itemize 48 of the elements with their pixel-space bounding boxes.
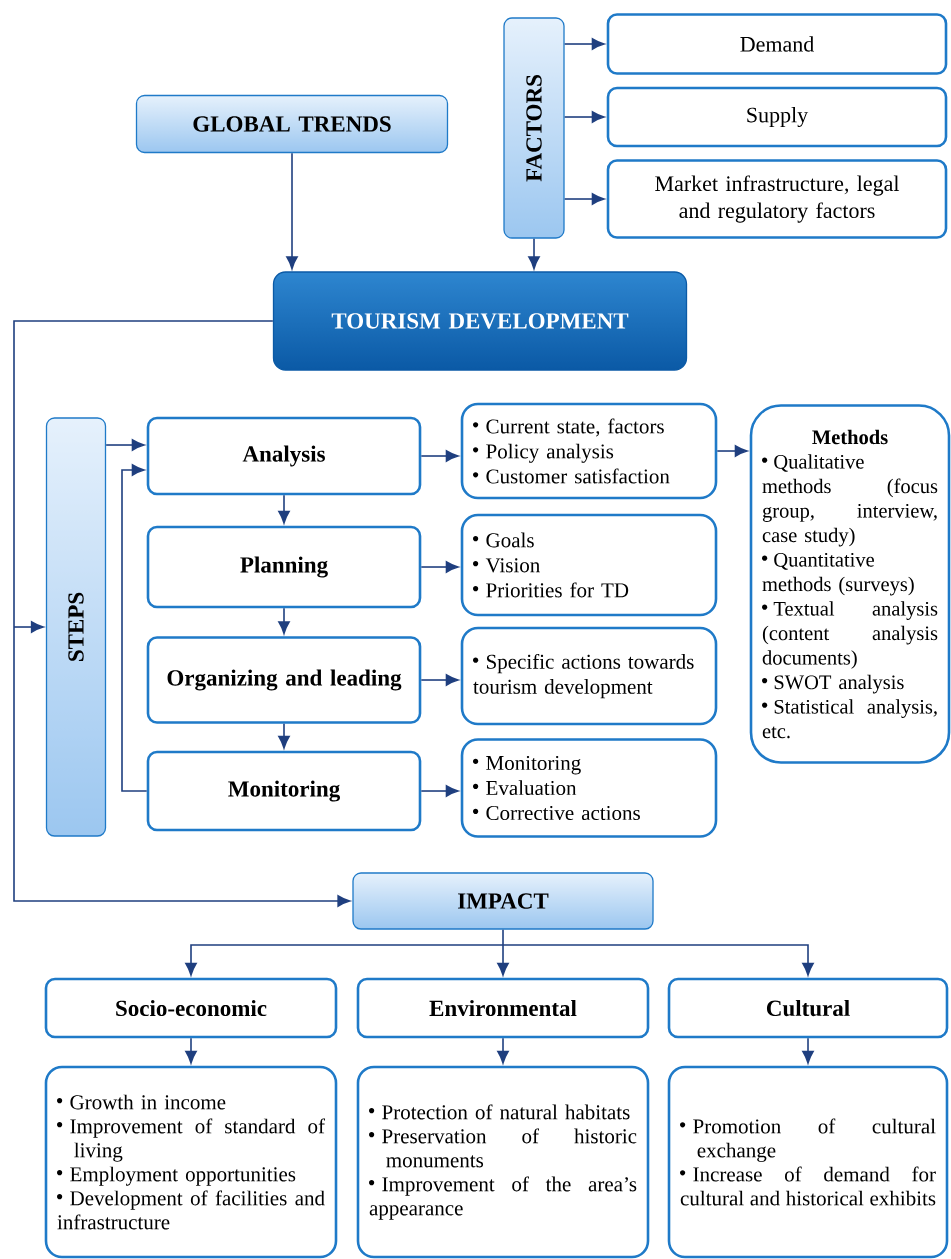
arrow [420, 785, 459, 797]
arrow [802, 1037, 814, 1064]
arrow [502, 944, 814, 976]
heading-box: GLOBAL TRENDS [135, 94, 449, 154]
arrow [420, 561, 459, 573]
vertical-label-box: STEPS [45, 417, 107, 837]
connector-line [13, 320, 274, 628]
arrow [563, 193, 605, 205]
bullet-list-box: Monitoring Evaluation Corrective actions [460, 738, 718, 838]
category-box: Environmental [356, 977, 650, 1039]
arrow [13, 621, 44, 633]
heading-box: IMPACT [352, 872, 654, 930]
methods-box: Methods Qualitative methods (focus group, interview, case study) Quantitative methods (surveys) Textual analysis (content analysis documents) SWOT analysis Statistical analysis, etc. [749, 404, 951, 764]
step-box: Planning [146, 525, 422, 609]
arrow [497, 944, 509, 976]
arrow [528, 237, 540, 270]
connector-line [502, 928, 504, 946]
bullet-list-box: Promotion of cultural exchange Increase of demand for cultural and historical exhibits [667, 1065, 949, 1259]
arrow [497, 1037, 509, 1064]
category-box: Socio-economic [44, 977, 338, 1039]
arrow [105, 439, 145, 451]
arrow [185, 944, 504, 976]
arrow [185, 1037, 197, 1064]
arrow [13, 626, 351, 907]
step-box: Analysis [146, 416, 422, 496]
bullet-list-box: Protection of natural habitats Preservation of historic monuments Improvement of the area’s appearance [356, 1065, 650, 1259]
bullet-list-box: Goals Vision Priorities for TD [460, 513, 718, 617]
arrow [278, 607, 290, 635]
central-box: TOURISM DEVELOPMENT [272, 271, 688, 371]
vertical-label-box: FACTORS [503, 17, 565, 239]
bullet-list-box: Current state, factors Policy analysis Customer satisfaction [460, 402, 718, 500]
arrow [563, 111, 605, 123]
factor-box: Market infrastructure, legal and regulatory factors [606, 159, 948, 239]
arrow [278, 494, 290, 524]
arrow [278, 723, 290, 749]
factor-box: Supply [606, 86, 948, 148]
arrow [716, 445, 748, 457]
arrow [420, 674, 459, 686]
arrow [286, 152, 298, 270]
step-box: Organizing and leading [146, 636, 422, 724]
arrow [563, 38, 605, 50]
bullet-list-box: Growth in income Improvement of standard of living Employment opportunities Development of facilities and infrastructure [44, 1065, 338, 1259]
step-box: Monitoring [146, 750, 422, 832]
arrow [420, 450, 459, 462]
factor-box: Demand [606, 13, 948, 75]
arrow [121, 464, 148, 792]
category-box: Cultural [667, 977, 949, 1039]
bullet-list-box: Specific actions towards tourism development [460, 626, 718, 726]
